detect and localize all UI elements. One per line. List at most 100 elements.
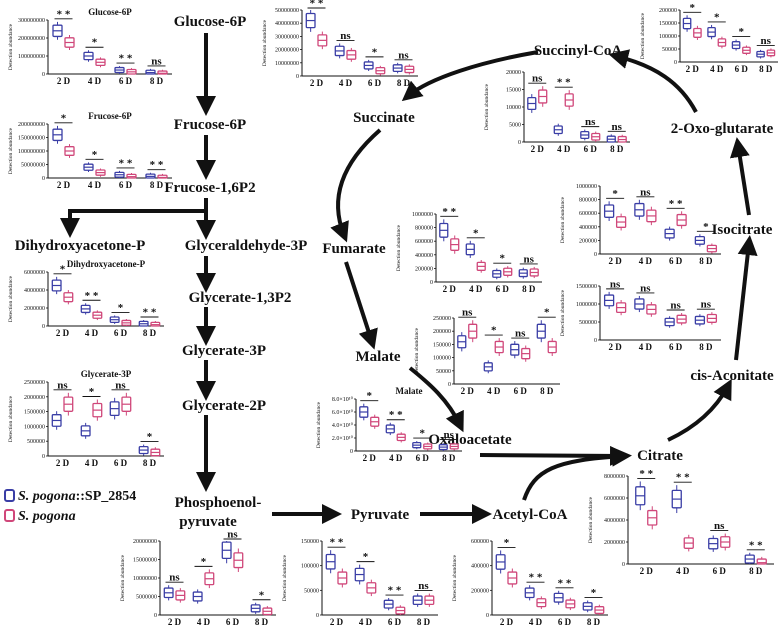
category-label: 6 D [669, 256, 683, 266]
category-label: 8 D [150, 76, 164, 86]
panel-pep: Detection abundance050000001000000015000… [120, 529, 276, 627]
panel-succinate: Detection abundance010000000200000003000… [262, 0, 418, 88]
category-label: 4 D [88, 180, 102, 190]
panel-ylabel-isocitrate: Detection abundance [560, 196, 566, 243]
panel-fumarate: Detection abundance020000040000060000080… [396, 206, 542, 294]
ytick-label: 6000000 [604, 496, 625, 502]
ytick-label: 50000000 [275, 8, 299, 14]
arrow-cisaconitate-isocitrate [734, 235, 758, 361]
category-label: 6 D [735, 64, 749, 74]
ytick-label: 50000 [436, 369, 451, 375]
significance-mark: * [363, 551, 369, 563]
node-pyruvate: Pyruvate [351, 507, 410, 523]
category-label: 2 D [686, 64, 700, 74]
category-label: 4 D [557, 144, 571, 154]
category-label: 6 D [558, 617, 572, 627]
significance-mark: * [504, 537, 510, 549]
category-label: 2 D [461, 386, 475, 396]
node-fructose-6p: Frucose-6P [174, 117, 246, 133]
panel-ylabel-succinate: Detection abundance [262, 19, 268, 66]
arrow-oxaloacetate-citrate [479, 445, 630, 466]
node-pep-line2: pyruvate [179, 514, 237, 530]
category-label: 4 D [85, 458, 99, 468]
panel-ylabel-pep: Detection abundance [120, 554, 126, 601]
ytick-label: 150000 [433, 342, 451, 348]
significance-mark: ns [57, 379, 68, 391]
ytick-label: 200000000 [18, 122, 45, 128]
significance-mark: * [500, 253, 506, 265]
category-label: 2 D [330, 617, 344, 627]
arrow-succinate-fumarate [330, 128, 382, 243]
ytick-label: 0 [594, 338, 597, 344]
ytick-label: 600000 [471, 539, 489, 545]
panel-ylabel-fructose6p: Detection abundance [8, 127, 14, 174]
ytick-label: 0 [42, 454, 45, 460]
category-label: 4 D [676, 566, 690, 576]
ytick-label: 300000000 [18, 18, 45, 24]
ytick-label: 150000 [301, 539, 319, 545]
node-glycerate-13p2: Glycerate-1,3P2 [189, 290, 292, 306]
significance-mark: ns [398, 49, 409, 61]
panel-ylabel-acetylcoa: Detection abundance [452, 554, 458, 601]
significance-mark: * [61, 112, 67, 124]
category-label: 8 D [759, 64, 773, 74]
significance-mark: ns [640, 186, 651, 198]
metabolite-labels: Glucose-6P Frucose-6P Frucose-1,6P2 Dihy… [15, 14, 774, 530]
significance-mark: * [92, 37, 98, 49]
category-label: 2 D [56, 458, 70, 468]
significance-mark: * [367, 390, 373, 402]
ytick-label: 10000000 [133, 576, 157, 582]
significance-mark: * * [150, 159, 164, 171]
significance-mark: * * [143, 307, 157, 319]
ytick-label: 500000 [579, 320, 597, 326]
ytick-label: 500000 [27, 439, 45, 445]
ytick-label: 100000000 [18, 54, 45, 60]
ytick-label: 50000000 [21, 163, 45, 169]
panel-isocitrate: Detection abundance020000040000060000080… [560, 184, 721, 266]
panel-oxoglutarate: Detection abundance050000100000150000200… [640, 2, 778, 74]
panel-citrate: Detection abundance020000004000000600000… [588, 468, 774, 576]
ytick-label: 5000 [509, 123, 521, 129]
node-oxaloacetate: Oxaloacetate [428, 432, 512, 448]
category-label: 4 D [85, 328, 99, 338]
significance-mark: * * [330, 537, 344, 549]
category-label: 6 D [713, 566, 727, 576]
panel-title-fructose6p: Frucose-6P [88, 111, 132, 121]
ytick-label: 400000 [579, 225, 597, 231]
category-label: 6 D [119, 76, 133, 86]
arrow-fumarate-malate [344, 261, 378, 350]
panel-succinylcoa: Detection abundance050001000015000200002… [484, 70, 630, 154]
node-dhap: Dihydroxyacetone-P [15, 238, 146, 254]
category-label: 2 D [57, 76, 71, 86]
significance-mark: ns [640, 282, 651, 294]
category-label: 2 D [640, 566, 654, 576]
ytick-label: 200000 [579, 238, 597, 244]
category-label: 8 D [699, 256, 713, 266]
category-label: 4 D [639, 342, 653, 352]
category-label: 2 D [168, 617, 182, 627]
arrow-isocitrate-oxoglutarate [729, 137, 751, 216]
category-label: 8 D [417, 617, 431, 627]
significance-mark: ns [585, 116, 596, 128]
significance-mark: * * [669, 198, 683, 210]
category-label: 2 D [310, 78, 324, 88]
ytick-label: 800000 [415, 226, 433, 232]
category-label: 2 D [57, 180, 71, 190]
ytick-label: 50000 [304, 588, 319, 594]
significance-mark: ns [524, 253, 535, 265]
ytick-label: 2.0×10¹⁰ [332, 435, 354, 442]
significance-mark: ns [515, 328, 526, 340]
panel-ylabel-succinylcoa: Detection abundance [484, 83, 490, 130]
ytick-label: 0 [430, 280, 433, 286]
significance-mark: * [89, 386, 95, 398]
panel-ylabel-oxaloacetate: Detection abundance [414, 327, 420, 374]
ytick-label: 0 [154, 613, 157, 619]
category-label: 8 D [143, 458, 157, 468]
category-label: 4 D [389, 453, 403, 463]
panel-ylabel-citrate: Detection abundance [588, 496, 594, 543]
category-label: 6 D [669, 342, 683, 352]
ytick-label: 0 [42, 176, 45, 182]
node-succinyl-coa: Succinyl-CoA [534, 43, 623, 59]
node-pep-line1: Phosphoenol- [175, 495, 262, 511]
